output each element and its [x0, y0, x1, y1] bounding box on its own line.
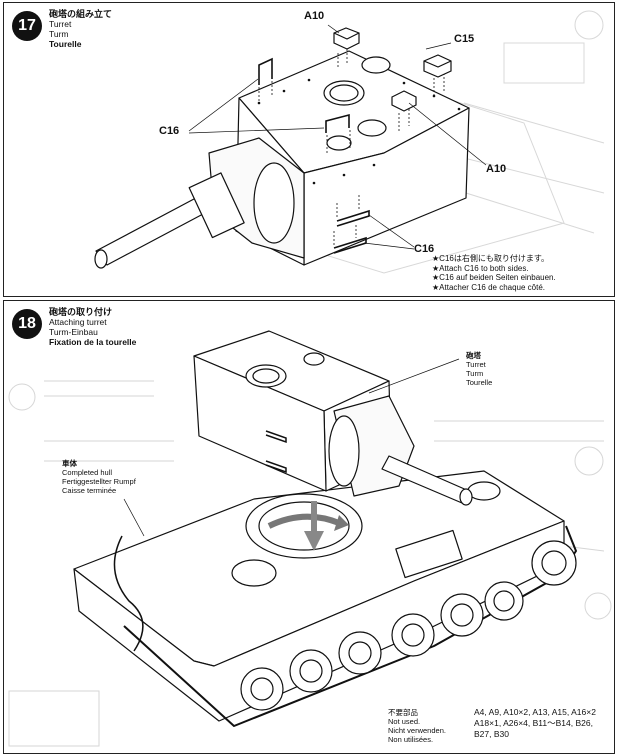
handrail-c16-roof	[325, 113, 350, 133]
label-c16-bottom: C16	[414, 243, 435, 255]
engine-deck-plate	[395, 529, 463, 579]
hull-label: 車体 Completed hull Fertiggestellter Rumpf…	[62, 459, 136, 495]
step-title-de: Turm	[49, 29, 69, 39]
note-en: ★Attach C16 to both sides.	[432, 263, 529, 273]
unused-parts-line: A4, A9, A10×2, A13, A15, A16×2	[474, 707, 596, 717]
unused-parts-list: A4, A9, A10×2, A13, A15, A16×2 A18×1, A2…	[474, 707, 614, 740]
driver-hatch	[231, 559, 277, 587]
hull-label-fr: Caisse terminée	[62, 486, 117, 495]
tow-cable	[113, 535, 144, 652]
turret-label-en: Turret	[466, 360, 486, 369]
unused-jp: 不要部品	[388, 708, 418, 717]
step-title-block: 砲塔の取り付け Attaching turret Turm-Einbau Fix…	[49, 307, 136, 347]
muzzle	[459, 488, 473, 506]
road-wheels	[240, 540, 577, 711]
label-a10-right: A10	[486, 163, 507, 175]
label-a10-top: A10	[304, 10, 325, 22]
note-fr: ★Attacher C16 de chaque côté.	[432, 282, 546, 292]
part-a10-right	[391, 90, 417, 112]
turret-label-fr: Tourelle	[466, 378, 493, 387]
mantlet-boss	[253, 162, 295, 244]
step-17-notes: ★C16は右側にも取り付けます。 ★Attach C16 to both sid…	[432, 254, 556, 292]
turret-hull-drawing	[73, 330, 577, 727]
unused-en: Not used.	[388, 717, 421, 726]
muzzle	[94, 249, 108, 269]
note-jp: ★C16は右側にも取り付けます。	[432, 254, 550, 263]
hull-label-en: Completed hull	[62, 468, 113, 477]
unused-parts-heading: 不要部品 Not used. Nicht verwenden. Non util…	[388, 708, 446, 744]
handrail-c16-side-1	[336, 209, 370, 227]
gun-collar	[188, 172, 245, 239]
engine-hatch	[467, 481, 501, 501]
step-17-panel: 17 砲塔の組み立て Turret Turm Tourelle	[3, 2, 615, 297]
turret-assembly-drawing	[94, 24, 487, 269]
step-title-en: Turret	[49, 19, 72, 29]
turret-label: 砲塔 Turret Turm Tourelle	[466, 351, 492, 387]
note-de: ★C16 auf beiden Seiten einbauen.	[432, 273, 556, 282]
step-title-fr: Tourelle	[49, 39, 82, 49]
unused-fr: Non utilisées.	[388, 735, 434, 744]
step-number-badge: 18	[12, 309, 42, 339]
drop-arrow	[304, 501, 324, 551]
step-title-jp: 砲塔の組み立て	[49, 9, 113, 19]
show-through-ghost	[8, 380, 612, 747]
rotation-arrow	[267, 513, 349, 531]
step-title-en: Attaching turret	[49, 317, 107, 327]
roof-hatch	[361, 56, 391, 74]
step-title-block: 砲塔の組み立て Turret Turm Tourelle	[49, 9, 112, 49]
step-title-fr: Fixation de la tourelle	[49, 337, 137, 347]
turret-label-de: Turm	[466, 369, 484, 378]
hull-label-de: Fertiggestellter Rumpf	[62, 477, 136, 486]
unused-de: Nicht verwenden.	[388, 726, 446, 735]
unused-parts-line: A18×1, A26×4, B11〜B14, B26,	[474, 718, 593, 728]
hull-side	[73, 520, 565, 722]
part-c15	[423, 54, 452, 78]
unused-parts-line: B27, B30	[474, 729, 509, 739]
label-c15: C15	[454, 33, 475, 45]
turret-side-left	[193, 355, 327, 492]
step-title-jp: 砲塔の取り付け	[49, 307, 113, 317]
step-number-badge: 17	[12, 11, 42, 41]
step-18-panel: 18 砲塔の取り付け Attaching turret Turm-Einbau …	[3, 300, 615, 754]
turret-label-jp: 砲塔	[466, 351, 481, 360]
handrail-c16-side-2	[333, 236, 367, 254]
handrail-c16-top-left	[258, 57, 273, 85]
label-c16-left: C16	[159, 125, 180, 137]
hull-label-jp: 車体	[62, 459, 77, 468]
step-title-de: Turm-Einbau	[49, 327, 98, 337]
vision-port	[357, 119, 387, 137]
